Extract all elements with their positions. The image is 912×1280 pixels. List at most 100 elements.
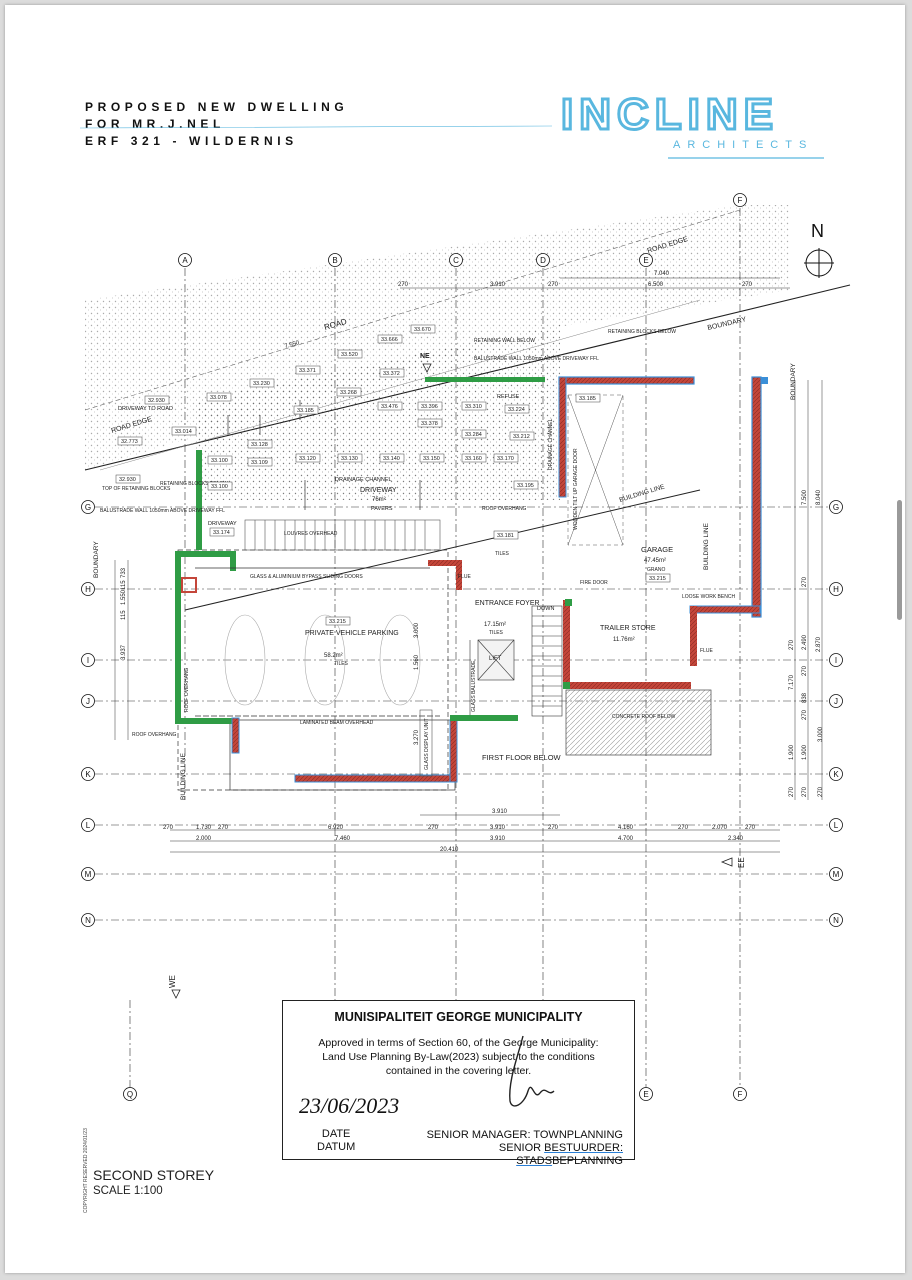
room-private-parking-area: 58.2m² bbox=[324, 653, 343, 659]
svg-text:6.500: 6.500 bbox=[648, 282, 664, 288]
svg-text:7.170: 7.170 bbox=[789, 674, 795, 690]
grid-horizontal bbox=[95, 506, 830, 921]
svg-text:7.040: 7.040 bbox=[654, 271, 670, 277]
svg-text:33.181: 33.181 bbox=[497, 533, 514, 539]
label-ee: EE bbox=[737, 857, 746, 868]
svg-text:F: F bbox=[738, 196, 743, 205]
svg-text:33.078: 33.078 bbox=[210, 395, 227, 401]
room-entrance-foyer-finish: TILES bbox=[489, 630, 504, 636]
grid-bubble: E bbox=[639, 253, 653, 267]
svg-text:Q: Q bbox=[127, 1090, 133, 1099]
scrollbar-thumb[interactable] bbox=[897, 500, 902, 620]
room-entrance-foyer: ENTRANCE FOYER bbox=[475, 600, 540, 607]
svg-text:A: A bbox=[182, 256, 188, 265]
svg-text:33.372: 33.372 bbox=[383, 371, 400, 377]
svg-text:F: F bbox=[738, 1090, 743, 1099]
svg-text:C: C bbox=[453, 256, 459, 265]
grid-bubble: D bbox=[536, 253, 550, 267]
room-fire-door: FIRE DOOR bbox=[580, 580, 608, 586]
level-tag: 33.520 bbox=[337, 349, 363, 359]
drawing-sheet: PROPOSED NEW DWELLING FOR MR.J.NEL ERF 3… bbox=[5, 5, 905, 1273]
label-drainage-channel: DRAINAGE CHANNEL bbox=[335, 477, 392, 483]
stamp-signatory: SENIOR MANAGER: TOWNPLANNING SENIOR BEST… bbox=[411, 1129, 623, 1168]
louvres bbox=[244, 519, 441, 551]
plan-labels: ROAD ROAD EDGE ROAD EDGE BOUNDARY BOUNDA… bbox=[93, 236, 797, 988]
svg-text:M: M bbox=[85, 870, 92, 879]
level-tag: 33.224 bbox=[504, 404, 530, 414]
level-tag: 33.100 bbox=[207, 481, 233, 491]
room-glass-display: GLASS DISPLAY UNIT bbox=[424, 718, 430, 770]
svg-text:K: K bbox=[833, 770, 839, 779]
svg-text:N: N bbox=[85, 916, 91, 925]
svg-text:H: H bbox=[833, 585, 839, 594]
room-laminated-beam: LAMINATED BEAM OVERHEAD bbox=[300, 720, 374, 726]
svg-text:270: 270 bbox=[678, 825, 689, 831]
floor-plan: N bbox=[79, 125, 851, 1101]
room-private-parking: PRIVATE VEHICLE PARKING bbox=[305, 630, 399, 637]
svg-text:1.730: 1.730 bbox=[196, 825, 212, 831]
grid-bubble: M bbox=[829, 867, 843, 881]
stair-and-lift bbox=[469, 605, 563, 717]
stamp-sig-line-2: SENIOR BESTUURDER: STADSBEPLANNING bbox=[411, 1142, 623, 1168]
stamp-line-2: Land Use Planning By-Law(2023) subject t… bbox=[322, 1051, 595, 1063]
stamp-date-value: 23/06/2023 bbox=[299, 1093, 400, 1118]
label-pavers: PAVERS bbox=[371, 506, 393, 512]
label-driveway-area: 76m² bbox=[372, 497, 386, 503]
grid-bubble: B bbox=[328, 253, 342, 267]
svg-text:33.396: 33.396 bbox=[421, 404, 438, 410]
room-garage: GARAGE bbox=[641, 545, 673, 554]
stamp-sig-line-1: SENIOR MANAGER: TOWNPLANNING bbox=[426, 1129, 623, 1141]
room-loose-bench: LOOSE WORK BENCH bbox=[682, 594, 735, 600]
svg-text:3.910: 3.910 bbox=[490, 282, 506, 288]
room-down: DOWN bbox=[537, 606, 554, 612]
label-retaining-below: RETAINING BLOCKS BELOW bbox=[160, 481, 228, 487]
svg-text:33.120: 33.120 bbox=[299, 456, 316, 462]
svg-text:270: 270 bbox=[218, 825, 229, 831]
grid-bubble: H bbox=[81, 582, 95, 596]
svg-text:33.215: 33.215 bbox=[649, 576, 666, 582]
concrete-roof-hatch bbox=[565, 689, 712, 756]
grid-bubble: C bbox=[449, 253, 463, 267]
stamp-sig-2a: SENIOR bbox=[498, 1142, 545, 1154]
svg-text:270: 270 bbox=[548, 282, 559, 288]
level-tag: 33.310 bbox=[461, 401, 487, 411]
copyright-note: COPYRIGHT RESERVED 2024/01/23 bbox=[83, 1128, 89, 1213]
level-tag: 33.185 bbox=[575, 393, 601, 403]
room-roof-overhang: ROOF OVERHANG bbox=[184, 667, 190, 712]
svg-text:N: N bbox=[833, 916, 839, 925]
level-tag: 33.666 bbox=[377, 334, 403, 344]
level-tag: 33.014 bbox=[171, 426, 197, 436]
svg-text:33.284: 33.284 bbox=[465, 432, 482, 438]
level-tag: 33.130 bbox=[337, 453, 363, 463]
svg-text:33.212: 33.212 bbox=[513, 434, 530, 440]
stamp-line-1: Approved in terms of Section 60, of the … bbox=[318, 1037, 599, 1049]
svg-text:33.100: 33.100 bbox=[211, 458, 228, 464]
garage-door bbox=[567, 394, 624, 546]
title-rule bbox=[79, 125, 553, 129]
level-tag: 33.120 bbox=[295, 453, 321, 463]
svg-text:E: E bbox=[643, 1090, 648, 1099]
label-driveway-small: DRIVEWAY bbox=[208, 521, 237, 527]
svg-text:B: B bbox=[332, 256, 337, 265]
svg-text:3.910: 3.910 bbox=[490, 825, 506, 831]
svg-text:M: M bbox=[833, 870, 840, 879]
grid-bubble: H bbox=[829, 582, 843, 596]
svg-text:33.185: 33.185 bbox=[579, 396, 596, 402]
label-refuse: REFUSE bbox=[497, 394, 520, 400]
label-louvres: LOUVRES OVERHEAD bbox=[284, 531, 338, 537]
svg-text:1.900: 1.900 bbox=[789, 744, 795, 760]
svg-text:33.268: 33.268 bbox=[340, 390, 357, 396]
svg-text:33.230: 33.230 bbox=[253, 381, 270, 387]
svg-text:270: 270 bbox=[742, 282, 753, 288]
svg-text:33.100: 33.100 bbox=[211, 484, 228, 490]
level-tag: 33.371 bbox=[295, 365, 321, 375]
room-tiles: TILES bbox=[495, 551, 510, 557]
room-first-floor-below: FIRST FLOOR BELOW bbox=[482, 753, 562, 762]
label-sliding-doors: GLASS & ALUMINIUM BYPASS SLIDING DOORS bbox=[250, 574, 363, 580]
grid-bubble: I bbox=[81, 653, 95, 667]
level-tag: 33.284 bbox=[461, 429, 487, 439]
road-edge-line bbox=[84, 209, 741, 411]
level-tag: 33.378 bbox=[417, 418, 443, 428]
level-tag: 33.100 bbox=[207, 455, 233, 465]
svg-text:2.070: 2.070 bbox=[712, 825, 728, 831]
